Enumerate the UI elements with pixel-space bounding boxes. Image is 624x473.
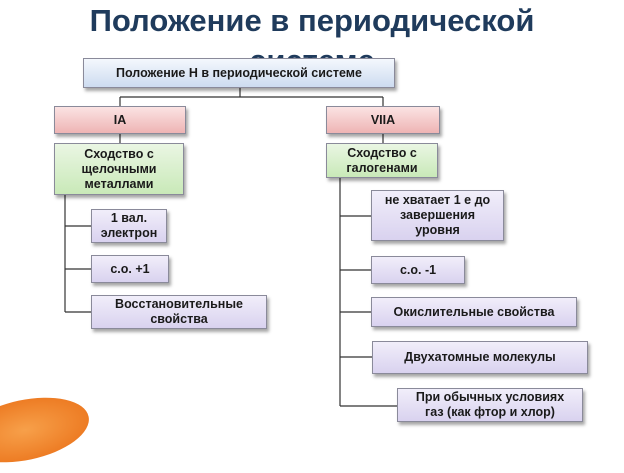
- similarity-alkali-node: Сходство с щелочными металлами: [54, 143, 184, 195]
- left-item-reducing-properties: Восстановительные свойства: [91, 295, 267, 329]
- similarity-halogens-node: Сходство с галогенами: [326, 143, 438, 178]
- group-viia-node: VIIA: [326, 106, 440, 134]
- connector-lines: [64, 87, 397, 407]
- left-item-valence-electron: 1 вал. электрон: [91, 209, 167, 243]
- left-item-oxidation-state: с.о. +1: [91, 255, 169, 283]
- right-item-gas-state: При обычных условиях газ (как фтор и хло…: [397, 388, 583, 422]
- right-item-missing-electron: не хватает 1 е до завершения уровня: [371, 190, 504, 241]
- slide-title-line-2: системе: [0, 42, 624, 58]
- root-node: Положение Н в периодической системе: [83, 58, 395, 88]
- right-item-oxidizing-properties: Окислительные свойства: [371, 297, 577, 327]
- right-item-diatomic-molecules: Двухатомные молекулы: [372, 341, 588, 374]
- slide-title: Положение в периодической системе: [0, 2, 624, 58]
- group-ia-node: IA: [54, 106, 186, 134]
- right-item-oxidation-state: с.о. -1: [371, 256, 465, 284]
- slide-title-line-1: Положение в периодической: [89, 3, 535, 38]
